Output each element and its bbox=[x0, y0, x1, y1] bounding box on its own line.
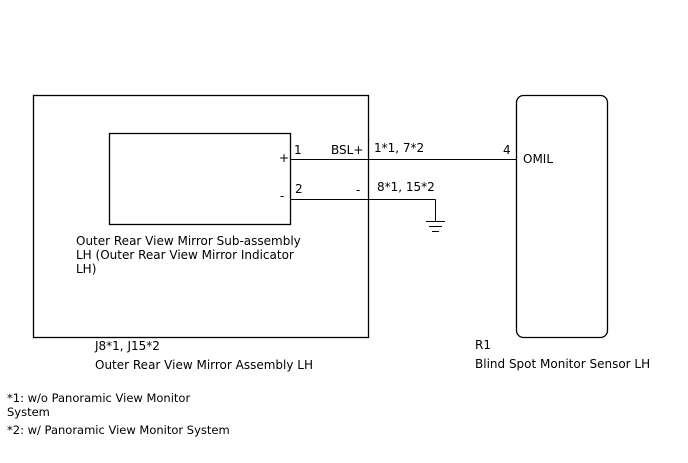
ground-icon bbox=[426, 199, 445, 232]
footnote-2: *2: w/ Panoramic View Monitor System bbox=[7, 423, 230, 437]
sub-assembly-name-line-2: LH (Outer Rear View Mirror Indicator bbox=[76, 248, 294, 262]
indicator-sub-assembly-box bbox=[108, 132, 292, 226]
plus-sign: + bbox=[279, 151, 289, 165]
assembly-name-label: Outer Rear View Mirror Assembly LH bbox=[95, 358, 313, 372]
bsl-plus-label: BSL+ bbox=[331, 143, 363, 157]
sub-assembly-name-line-1: Outer Rear View Mirror Sub-assembly bbox=[76, 234, 301, 248]
wire-ref-bottom: 8*1, 15*2 bbox=[377, 180, 435, 194]
mirror-assembly-box bbox=[32, 94, 370, 339]
assembly-connector-label: J8*1, J15*2 bbox=[94, 339, 160, 353]
ground-signal-label: - bbox=[356, 183, 360, 197]
wire-ref-top: 1*1, 7*2 bbox=[374, 141, 424, 155]
footnote-1-line-1: *1: w/o Panoramic View Monitor bbox=[7, 391, 190, 405]
pin-4-label: 4 bbox=[503, 143, 511, 157]
pin-1-label: 1 bbox=[294, 143, 302, 157]
sub-assembly-name-line-3: LH) bbox=[76, 262, 96, 276]
sensor-name-label: Blind Spot Monitor Sensor LH bbox=[475, 357, 650, 371]
blind-spot-sensor-box bbox=[515, 94, 609, 339]
sensor-connector-label: R1 bbox=[475, 338, 491, 352]
pin-2-label: 2 bbox=[295, 182, 303, 196]
footnote-1-line-2: System bbox=[7, 405, 50, 419]
minus-sign: - bbox=[280, 189, 284, 203]
omil-terminal-label: OMIL bbox=[523, 152, 553, 166]
